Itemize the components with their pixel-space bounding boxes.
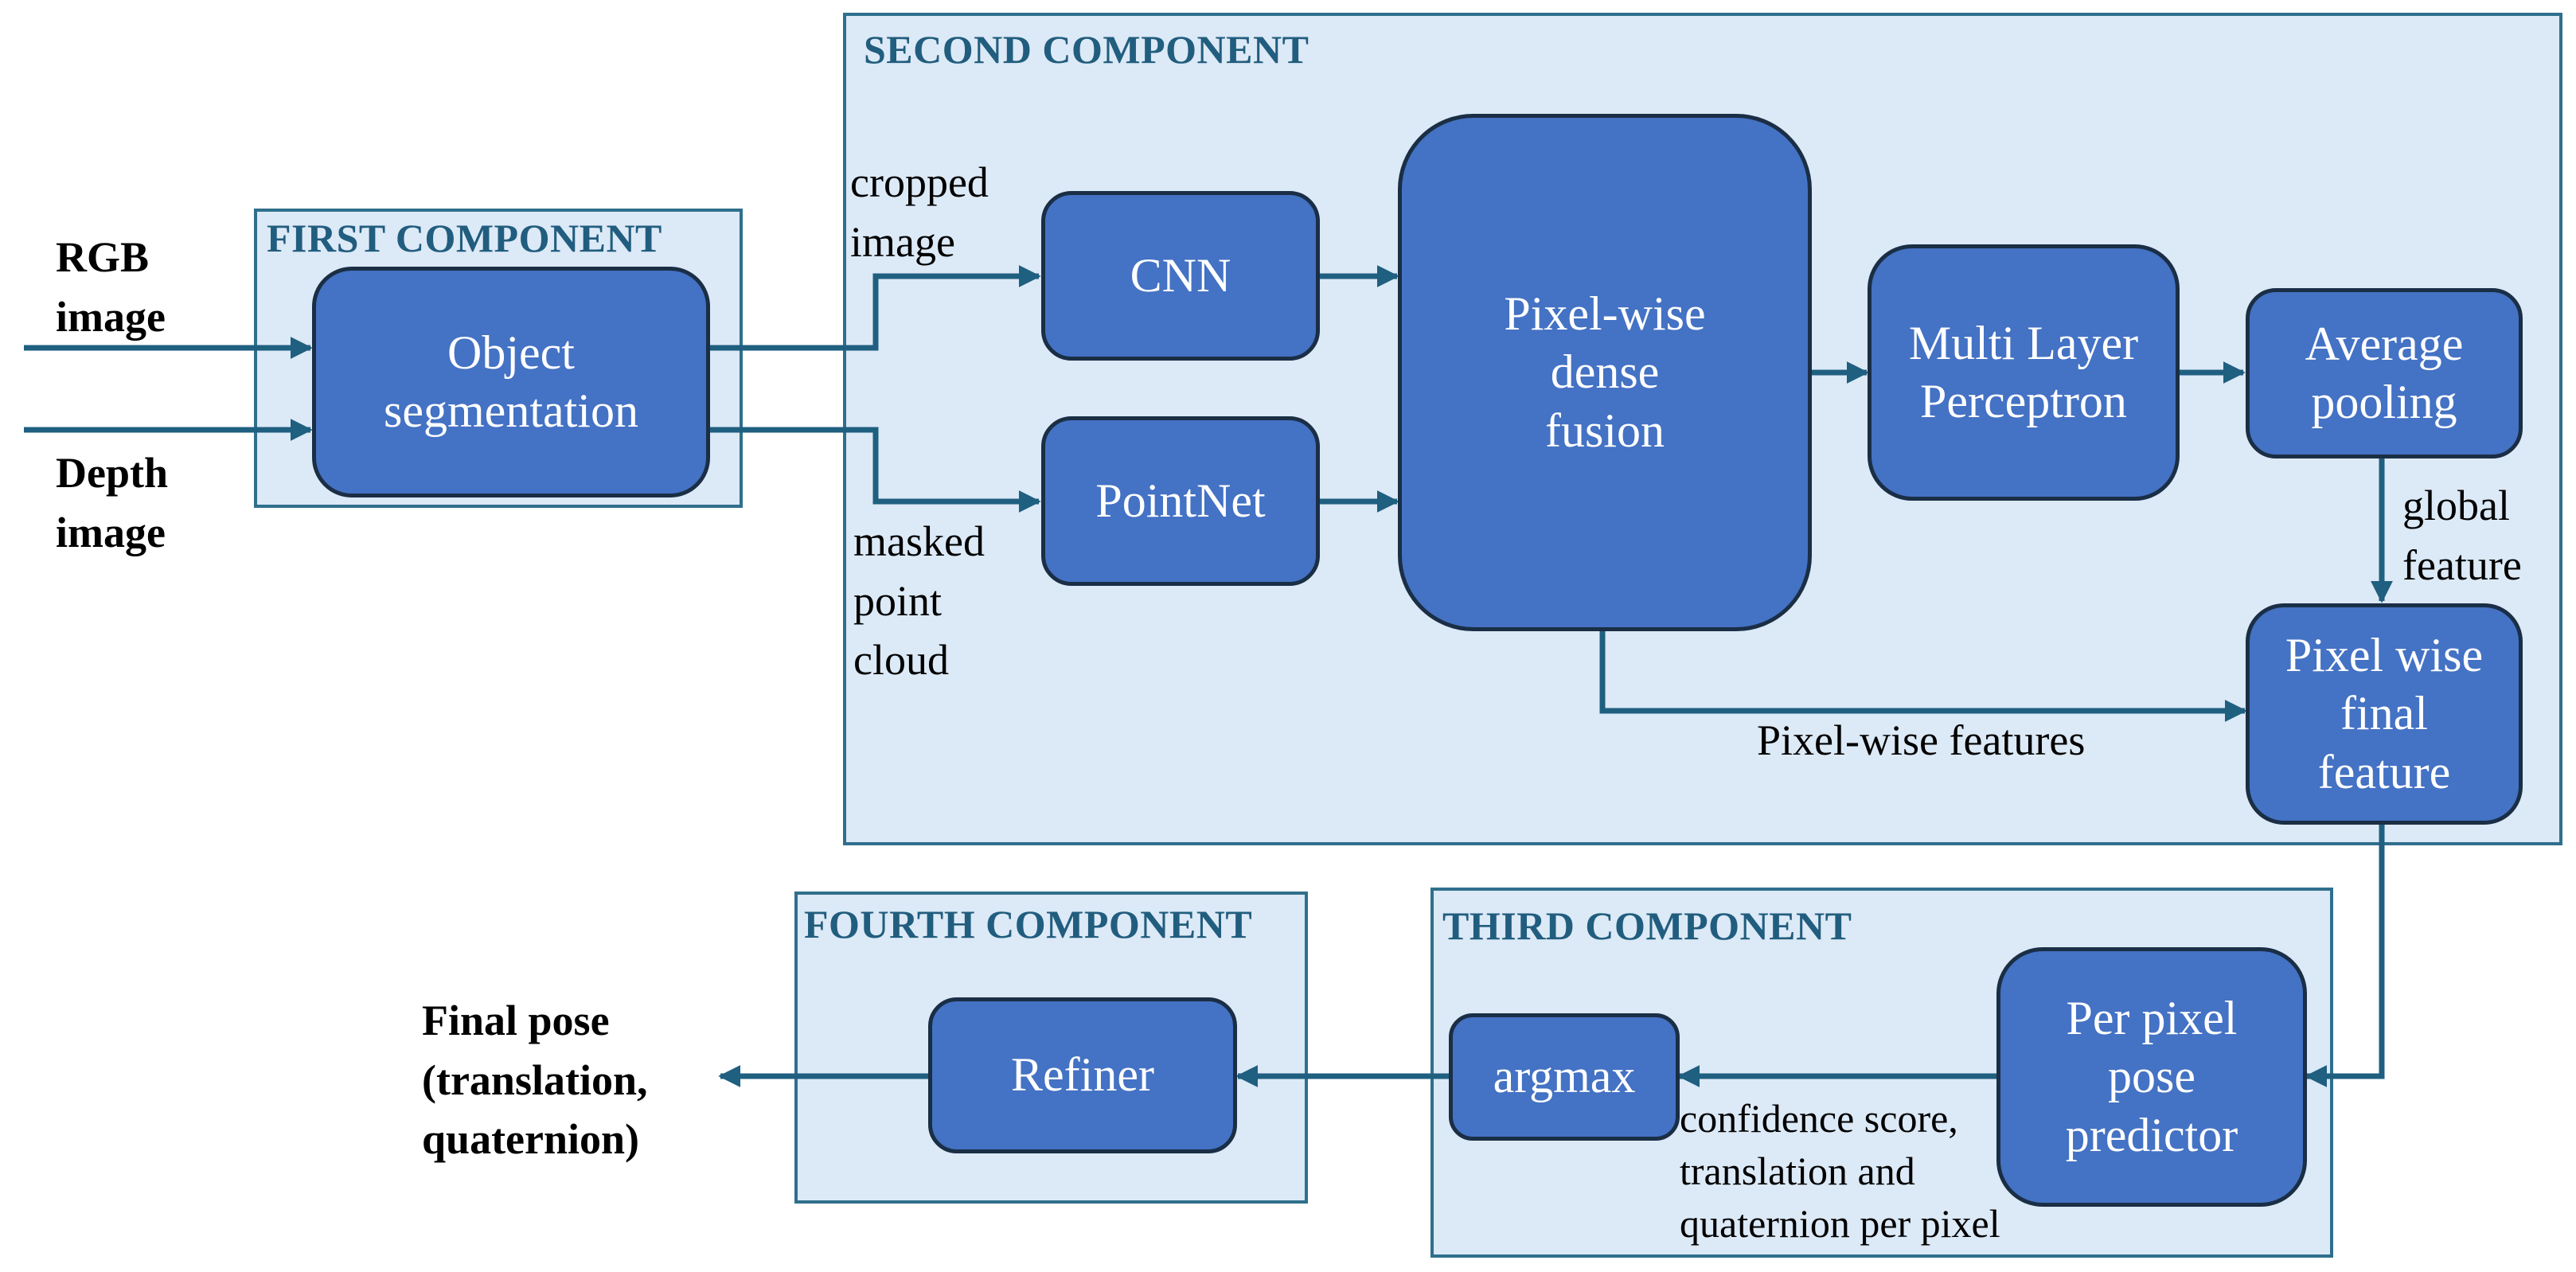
refiner-box: Refiner	[928, 997, 1237, 1153]
object-segmentation-box: Object segmentation	[312, 267, 710, 497]
global-feature-label: global feature	[2402, 482, 2522, 589]
fourth-component-title: FOURTH COMPONENT	[804, 902, 1253, 946]
pixel-wise-features-label: Pixel-wise features	[1757, 716, 2086, 764]
dense-fusion-box: Pixel-wise dense fusion	[1398, 114, 1812, 631]
pose-predictor-box: Per pixel pose predictor	[1996, 947, 2307, 1207]
third-component-title: THIRD COMPONENT	[1442, 903, 1852, 948]
depth-image-label: Depth image	[56, 449, 169, 556]
cropped-image-label: cropped image	[850, 158, 989, 266]
second-component-title: SECOND COMPONENT	[864, 27, 1309, 72]
masked-point-cloud-arrow	[707, 427, 1041, 513]
masked-point-cloud-label: masked point cloud	[853, 517, 985, 685]
final-feature-to-predictor-arrow	[2305, 824, 2385, 1087]
final-pose-label: Final pose (translation, quaternion)	[422, 997, 648, 1164]
pointnet-box: PointNet	[1041, 416, 1320, 586]
cnn-box: CNN	[1041, 191, 1320, 361]
argmax-box: argmax	[1449, 1013, 1680, 1141]
mlp-box: Multi Layer Perceptron	[1868, 244, 2180, 501]
rgb-image-label: RGB image	[56, 233, 166, 341]
pixel-wise-features-arrow	[1599, 629, 2247, 722]
average-pooling-box: Average pooling	[2246, 288, 2523, 458]
first-component-title: FIRST COMPONENT	[267, 216, 662, 260]
confidence-score-label: confidence score, translation and quater…	[1680, 1096, 2000, 1246]
cropped-image-arrow	[707, 265, 1041, 351]
pixel-wise-final-feature-box: Pixel wise final feature	[2246, 603, 2523, 825]
